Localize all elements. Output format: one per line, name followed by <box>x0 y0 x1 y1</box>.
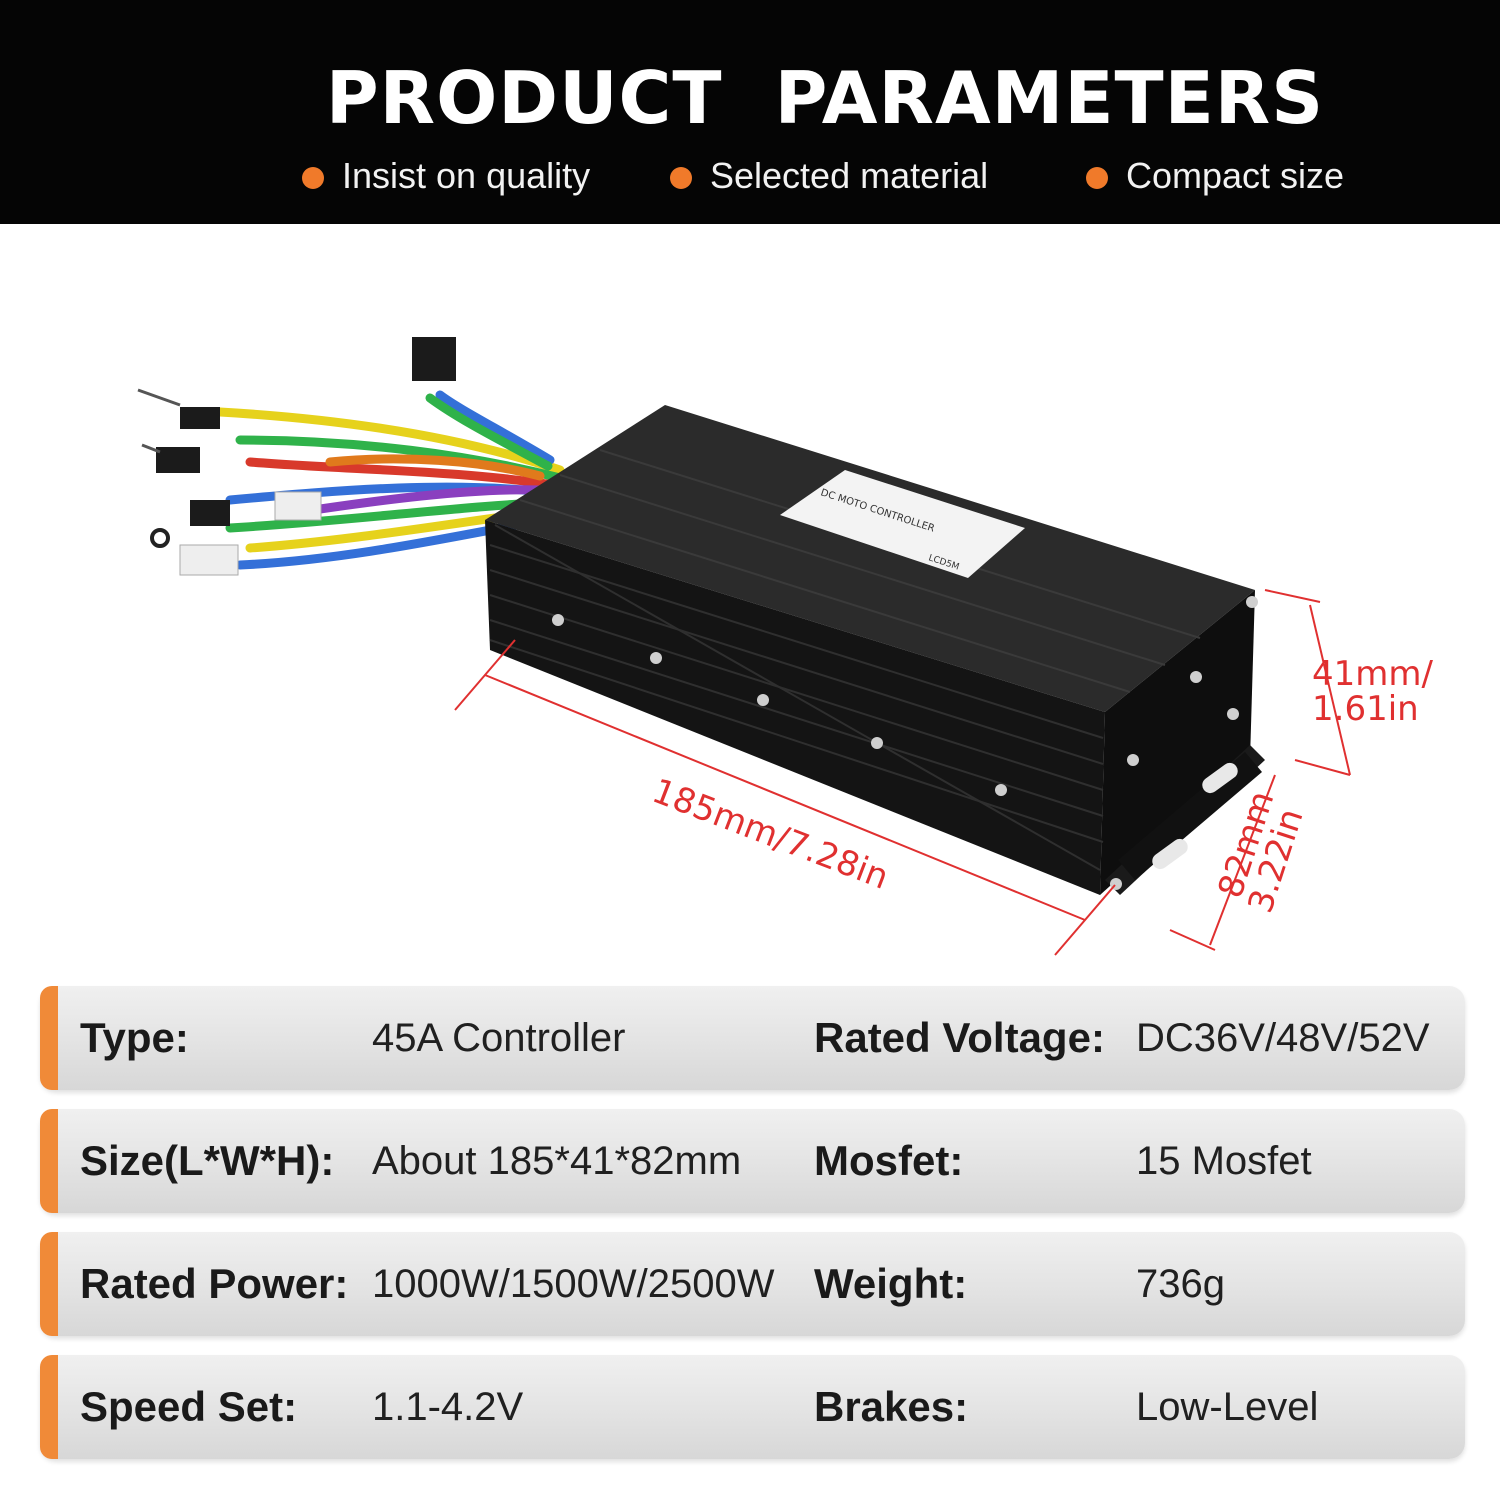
spec-row-speed: Speed Set: 1.1-4.2V Brakes: Low-Level <box>40 1355 1465 1459</box>
feature-item-material: Selected material <box>670 152 988 200</box>
spec-label: Weight: <box>814 1260 968 1307</box>
spec-row-size: Size(L*W*H): About 185*41*82mm Mosfet: 1… <box>40 1109 1465 1213</box>
dimension-lines-icon <box>454 589 1351 956</box>
height-dimension-label-1: 41mm/ <box>1312 654 1434 694</box>
bullet-dot-icon <box>302 167 324 189</box>
controller-body-icon: DC MOTO CONTROLLER LCD5M <box>485 405 1265 895</box>
spec-row-type: Type: 45A Controller Rated Voltage: DC36… <box>40 986 1465 1090</box>
spec-value: 45A Controller <box>372 1016 626 1060</box>
bullet-dot-icon <box>1086 167 1108 189</box>
motor-controller-photo: DC MOTO CONTROLLER LCD5M 18 <box>137 337 1434 956</box>
spec-label: Brakes: <box>814 1383 969 1430</box>
spec-value: 1.1-4.2V <box>372 1385 524 1429</box>
spec-label: Size(L*W*H): <box>80 1137 335 1184</box>
spec-value: 1000W/1500W/2500W <box>372 1262 775 1306</box>
feature-item-size: Compact size <box>1086 152 1344 200</box>
spec-value: DC36V/48V/52V <box>1136 1016 1430 1060</box>
spec-row-power: Rated Power: 1000W/1500W/2500W Weight: 7… <box>40 1232 1465 1336</box>
height-dimension-label-2: 1.61in <box>1312 689 1419 729</box>
spec-value: Low-Level <box>1136 1385 1319 1429</box>
header-banner: PRODUCT PARAMETERS Insist on quality Sel… <box>0 0 1500 224</box>
spec-label: Rated Voltage: <box>814 1014 1105 1061</box>
spec-label: Mosfet: <box>814 1137 964 1184</box>
spec-value: 736g <box>1136 1262 1225 1306</box>
product-image-area: DC MOTO CONTROLLER LCD5M 18 <box>0 224 1500 984</box>
feature-label: Selected material <box>710 155 989 196</box>
feature-label: Insist on quality <box>342 155 591 196</box>
row-accent-bar <box>40 986 58 1090</box>
row-accent-bar <box>40 1109 58 1213</box>
spec-value: About 185*41*82mm <box>372 1139 742 1183</box>
spec-label: Rated Power: <box>80 1260 349 1307</box>
page-title: PRODUCT PARAMETERS <box>325 56 1325 140</box>
row-accent-bar <box>40 1232 58 1336</box>
feature-label: Compact size <box>1126 155 1345 196</box>
bullet-dot-icon <box>670 167 692 189</box>
spec-label: Type: <box>80 1014 189 1061</box>
spec-value: 15 Mosfet <box>1136 1139 1312 1183</box>
spec-label: Speed Set: <box>80 1383 298 1430</box>
row-accent-bar <box>40 1355 58 1459</box>
connector-plugs-icon <box>137 337 456 576</box>
feature-item-quality: Insist on quality <box>302 152 590 200</box>
